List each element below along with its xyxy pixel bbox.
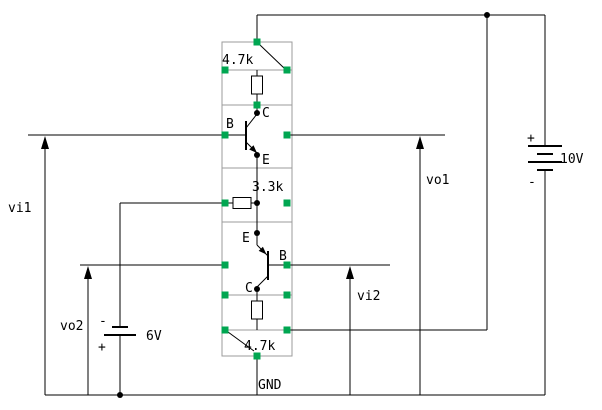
gnd-label: GND <box>258 378 282 393</box>
connection-pad <box>283 66 291 74</box>
connection-pad <box>221 199 229 207</box>
connection-pad <box>221 131 229 139</box>
vo1-label: vo1 <box>426 173 449 188</box>
q1-collector-label: C <box>262 106 270 121</box>
junction-dot <box>254 230 260 236</box>
battery6-minus-label: - <box>99 314 107 329</box>
junction-dot <box>254 152 260 158</box>
battery10-value-label: 10V <box>560 152 584 167</box>
q1-emitter-label: E <box>262 153 270 168</box>
battery10-plus-label: + <box>527 131 535 146</box>
connection-pad <box>221 291 229 299</box>
q2-collector-label: C <box>245 281 253 296</box>
battery6-plus-label: + <box>98 340 106 355</box>
connection-pad <box>221 261 229 269</box>
vi2-label: vi2 <box>357 289 380 304</box>
q2-collector-diag <box>256 275 269 288</box>
q2-base-label: B <box>279 249 287 264</box>
vi1-arrowhead <box>41 136 49 149</box>
connection-pad <box>283 199 291 207</box>
junction-dot <box>254 110 260 116</box>
vo2-arrowhead <box>84 266 92 279</box>
r1-tag-diagonal <box>259 44 285 69</box>
q2-emitter-label: E <box>242 231 250 246</box>
connection-pad <box>283 131 291 139</box>
connection-pad <box>253 352 261 360</box>
connection-pad <box>221 326 229 334</box>
junction-dot <box>117 392 123 398</box>
battery6-value-label: 6V <box>146 329 162 344</box>
r1-value-label: 4.7k <box>222 53 253 68</box>
r3-tag-diagonal <box>227 331 255 352</box>
r2-value-label: 3.3k <box>252 180 283 195</box>
junction-dot <box>484 12 490 18</box>
vo1-arrowhead <box>416 136 424 149</box>
junction-dot <box>254 200 260 206</box>
r3-resistor-body <box>251 300 263 320</box>
junction-dot <box>254 286 260 292</box>
connection-pad <box>253 38 261 46</box>
connection-pad <box>221 66 229 74</box>
r2-resistor-body <box>232 197 252 209</box>
q1-collector-diag <box>245 113 258 129</box>
r1-resistor-body <box>251 75 263 95</box>
connection-pad <box>283 261 291 269</box>
q1-base-label: B <box>226 117 234 132</box>
q2-emitter-arrow <box>258 246 267 255</box>
vi2-arrowhead <box>346 266 354 279</box>
battery10-minus-label: - <box>528 175 536 190</box>
r3-value-label: 4.7k <box>244 339 275 354</box>
connection-pad <box>283 326 291 334</box>
vi1-label: vi1 <box>8 201 31 216</box>
connection-pad <box>253 101 261 109</box>
q1-emitter-arrow <box>249 145 257 153</box>
connection-pad <box>283 291 291 299</box>
vo2-label: vo2 <box>60 319 83 334</box>
